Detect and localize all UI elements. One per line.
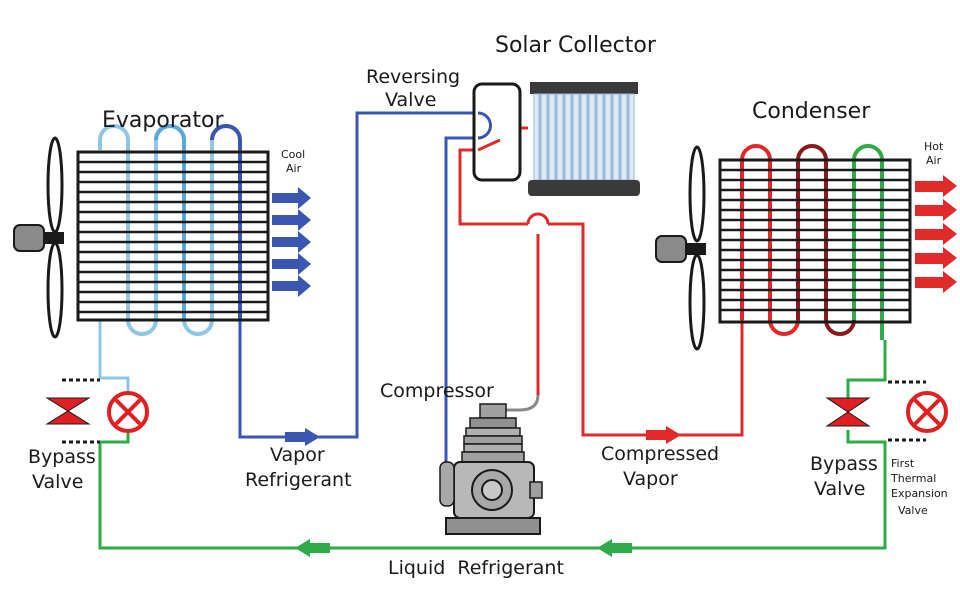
compressor-label: Compressor bbox=[380, 380, 494, 402]
liquid-refrigerant-pipe bbox=[846, 340, 887, 398]
first-tev-label-line2: Thermal bbox=[890, 472, 936, 485]
left-bypass-valve-label-line1: Bypass bbox=[28, 446, 96, 468]
collector-return-pipe bbox=[458, 148, 528, 226]
right-bypass-valve-label-line2: Valve bbox=[814, 478, 865, 500]
cool-air-label-line1: Cool bbox=[281, 148, 305, 161]
hot-air-label-line1: Hot bbox=[924, 140, 944, 153]
condenser-fan-icon bbox=[655, 145, 706, 351]
evaporator-fan-icon bbox=[13, 136, 64, 339]
first-tev-label-line4: Valve bbox=[898, 504, 928, 517]
compressed-vapor-label-line2: Vapor bbox=[623, 468, 678, 490]
left-bypass-valve-label-line2: Valve bbox=[32, 471, 83, 493]
flow-arrow-liquid-1 bbox=[295, 539, 330, 557]
condenser-coil bbox=[718, 144, 912, 340]
compressor-discharge-bend bbox=[506, 394, 540, 412]
evaporator-coil bbox=[76, 124, 270, 336]
right-bypass-valve-label-line1: Bypass bbox=[810, 453, 878, 475]
solar-collector bbox=[528, 82, 640, 196]
vapor-refrigerant-label-line2: Refrigerant bbox=[245, 469, 352, 491]
left-bypass-valve-icon bbox=[45, 378, 100, 444]
reversing-valve-label-line1: Reversing bbox=[366, 66, 460, 88]
left-expansion-valve-icon bbox=[107, 391, 149, 433]
hot-air-arrows bbox=[915, 175, 957, 293]
compressed-vapor-label-line1: Compressed bbox=[601, 443, 719, 465]
flow-arrow-vapor bbox=[285, 428, 320, 446]
flow-arrow-compressed bbox=[646, 426, 681, 444]
vapor-refrigerant-label-line1: Vapor bbox=[270, 444, 325, 466]
right-bypass-valve-icon bbox=[825, 380, 926, 442]
cool-air-arrows bbox=[272, 187, 311, 297]
pipe-crossover bbox=[526, 212, 550, 225]
cool-air-label-line2: Air bbox=[286, 162, 302, 175]
liquid-refrigerant-pipe-bottom bbox=[98, 430, 887, 550]
thermal-expansion-valve-icon bbox=[906, 391, 948, 433]
liquid-refrigerant-label: Liquid Refrigerant bbox=[388, 557, 564, 579]
compressor-icon bbox=[439, 403, 543, 535]
compressor-suction-pipe bbox=[444, 136, 478, 470]
first-tev-label-line1: First bbox=[891, 457, 915, 470]
flow-arrow-liquid-2 bbox=[597, 539, 632, 557]
reversing-valve-label-line2: Valve bbox=[385, 89, 436, 111]
evaporator-label: Evaporator bbox=[102, 108, 224, 133]
evaporator-outlet-pipe bbox=[98, 320, 130, 392]
compressed-vapor-pipe bbox=[548, 222, 744, 437]
reversing-valve bbox=[472, 82, 522, 182]
first-tev-label-line3: Expansion bbox=[891, 487, 948, 500]
solar-collector-label: Solar Collector bbox=[495, 33, 657, 58]
condenser-label: Condenser bbox=[752, 99, 871, 124]
hot-air-label-line2: Air bbox=[926, 154, 942, 167]
